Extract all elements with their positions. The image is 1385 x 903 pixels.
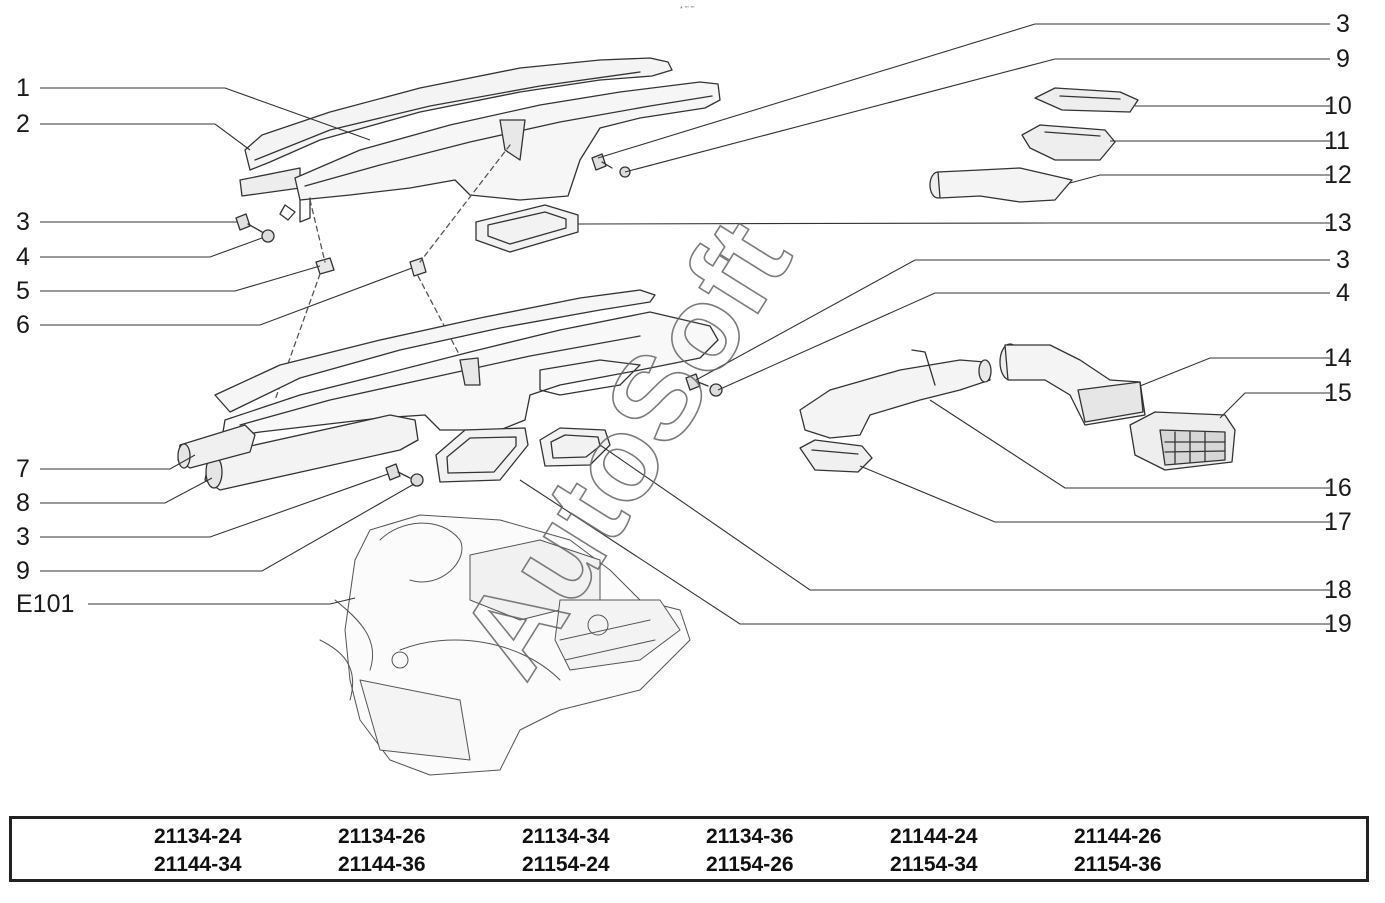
bolt-3-right [685,373,709,391]
callout-16: 16 [1324,474,1352,502]
model-code: 21144-24 [890,825,978,848]
model-codes-box: 21134-24 21134-26 21134-34 21134-36 2114… [9,816,1369,882]
model-code: 21144-34 [154,853,242,876]
leader-lines [40,23,1330,625]
callout-4-right: 4 [1336,279,1350,307]
callout-3: 3 [16,208,30,236]
callout-15: 15 [1324,379,1352,407]
model-code: 21134-36 [706,825,794,848]
model-code: 21154-36 [1074,853,1162,876]
model-code: 21134-24 [154,825,242,848]
part-2-top-cover [239,57,673,197]
callout-18: 18 [1324,576,1352,604]
callout-9-right: 9 [1336,45,1350,73]
callout-8: 8 [16,489,30,517]
callout-5: 5 [16,277,30,305]
callout-6: 6 [16,311,30,339]
part-11-vent [1021,124,1116,161]
part-14-duct [999,343,1146,426]
callout-2: 2 [16,110,30,138]
model-code: 21144-36 [338,853,426,876]
bolt-3-mid [385,463,411,481]
washer-4-left [261,229,275,243]
model-code: 21154-24 [522,853,610,876]
callout-3-right: 3 [1336,10,1350,38]
part-10-vent [1034,87,1139,113]
clip-6 [409,257,427,277]
callout-12: 12 [1324,161,1352,189]
part-12-duct [929,167,1073,203]
part-19-frame [435,427,529,483]
part-15-nozzle [1129,411,1236,471]
callout-17: 17 [1324,508,1352,536]
clip-5 [315,257,335,275]
callout-9: 9 [16,557,30,585]
model-code: 21154-34 [890,853,978,876]
part-18-frame [539,427,611,467]
callout-13: 13 [1324,209,1352,237]
part-17-seal [799,439,873,473]
part-8-tube [204,414,419,491]
callout-3-right-lower: 3 [1336,246,1350,274]
washer-9-mid [410,473,424,487]
callout-10: 10 [1324,92,1352,120]
callout-1: 1 [16,74,30,102]
part-lower-panel [214,289,719,439]
model-code: 21134-26 [338,825,426,848]
callout-14: 14 [1324,344,1352,372]
model-code: 21154-26 [706,853,794,876]
part-1-duct-upper [279,81,721,223]
washer-4-right [709,383,723,397]
heater-unit [319,514,691,776]
callout-11: 11 [1324,127,1350,155]
callout-19: 19 [1324,610,1352,638]
part-7-tube [177,424,256,469]
bolt-3-top [591,153,613,171]
callout-4: 4 [16,243,30,271]
callout-3-lower: 3 [16,523,30,551]
model-code: 21144-26 [1074,825,1162,848]
part-16-duct [799,349,992,439]
callout-7: 7 [16,455,30,483]
callout-e101: E101 [16,590,75,618]
part-13-frame [475,204,579,253]
bolt-3-left [235,213,263,233]
model-code: 21134-34 [522,825,610,848]
top-note: * ''' ''' [680,6,695,13]
